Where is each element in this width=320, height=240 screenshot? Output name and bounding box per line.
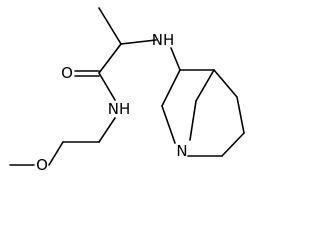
bond	[98, 117, 116, 143]
bond	[98, 72, 116, 101]
bond	[98, 43, 122, 74]
bond	[48, 141, 64, 166]
ring-nitrogen-label: N	[176, 142, 187, 160]
bond	[236, 96, 245, 134]
bond	[98, 7, 122, 45]
amide-nh-label: NH	[108, 100, 131, 118]
bond	[170, 47, 181, 71]
bond	[161, 69, 181, 107]
carbonyl-oxygen-label: O	[61, 64, 73, 82]
bond	[221, 132, 245, 157]
methoxy-oxygen-label: O	[36, 156, 48, 174]
nh-label: NH	[152, 31, 175, 49]
bond	[189, 100, 197, 141]
bond	[120, 39, 157, 45]
bond	[213, 69, 238, 98]
bonds	[9, 7, 245, 166]
bond	[195, 69, 215, 102]
atom-labels: NH O NH O N	[36, 31, 188, 174]
chemical-structure: NH O NH O N	[9, 7, 245, 174]
bond	[161, 105, 176, 144]
